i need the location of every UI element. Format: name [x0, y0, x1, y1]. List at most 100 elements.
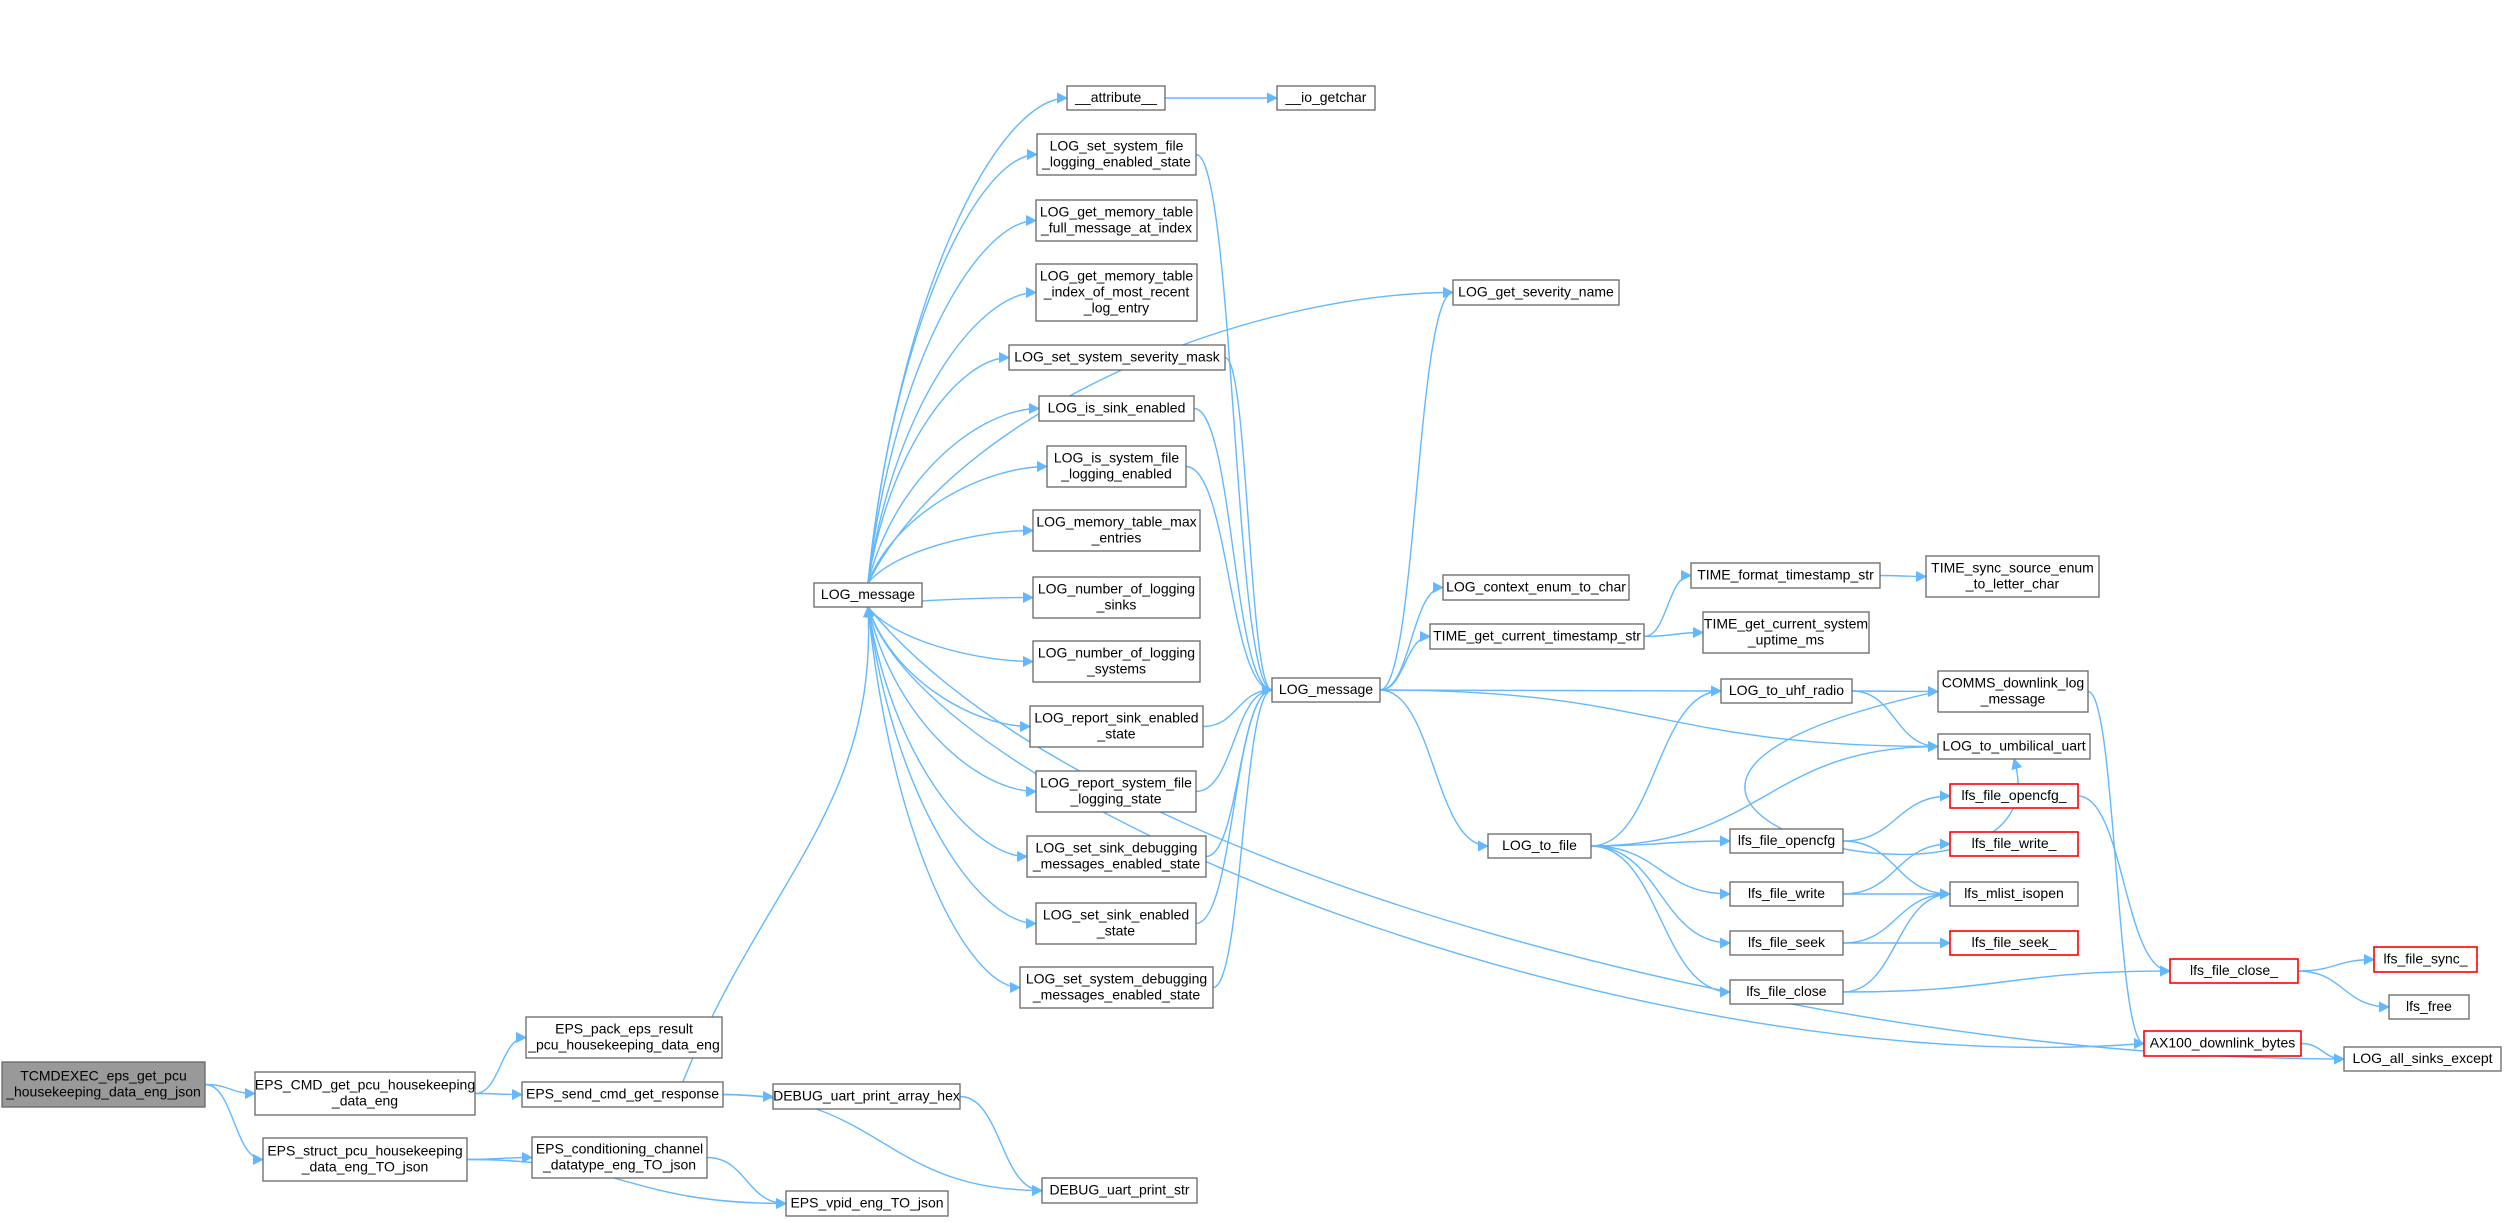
edge-lfs-file-close-to-lfs-mlist-isopen: [1842, 888, 1952, 993]
graph-node-lfs-mlist-isopen[interactable]: lfs_mlist_isopen: [1949, 881, 2079, 907]
graph-node-log-message-b[interactable]: LOG_message: [1271, 677, 1381, 703]
node-box: [1949, 831, 2079, 857]
graph-node-eps-struct-to-json[interactable]: EPS_struct_pcu_housekeeping_data_eng_TO_…: [262, 1137, 468, 1182]
graph-node-lfs-file-write-[interactable]: lfs_file_write_: [1949, 831, 2079, 857]
node-label: LOG_is_system_file: [1054, 450, 1179, 466]
node-label: AX100_downlink_bytes: [2150, 1035, 2296, 1051]
node-box: [1949, 881, 2079, 907]
graph-node-lfs-file-opencfg-[interactable]: lfs_file_opencfg_: [1949, 783, 2079, 809]
node-box: [1035, 902, 1197, 945]
node-label: LOG_to_file: [1502, 837, 1577, 853]
graph-node-eps-conditioning[interactable]: EPS_conditioning_channel_datatype_eng_TO…: [531, 1136, 708, 1179]
graph-node-eps-vpid[interactable]: EPS_vpid_eng_TO_json: [785, 1190, 949, 1217]
graph-node-log-is-sys-file-enabled[interactable]: LOG_is_system_file_logging_enabled: [1046, 445, 1187, 488]
edge-log-message-a-to-log-set-sys-debug: [867, 606, 1022, 994]
graph-node-log-report-sink[interactable]: LOG_report_sink_enabled_state: [1029, 705, 1204, 748]
node-box: [1032, 509, 1201, 552]
node-box: [262, 1137, 468, 1182]
node-box: [1487, 833, 1592, 859]
graph-node-log-message-a[interactable]: LOG_message: [813, 582, 923, 608]
graph-node-log-ctx-enum[interactable]: LOG_context_enum_to_char: [1442, 574, 1630, 601]
edge-time-get-ts-str-to-time-get-uptime: [1643, 626, 1705, 639]
node-label: EPS_struct_pcu_housekeeping: [267, 1143, 462, 1159]
node-box: [1452, 279, 1620, 306]
graph-node-log-to-file[interactable]: LOG_to_file: [1487, 833, 1592, 859]
graph-node-log-mem-table-max[interactable]: LOG_memory_table_max_entries: [1032, 509, 1201, 552]
node-label: LOG_set_system_severity_mask: [1014, 349, 1220, 365]
node-label: LOG_all_sinks_except: [2352, 1050, 2492, 1066]
node-box: [2343, 1046, 2502, 1072]
edge-log-message-b-to-time-get-ts-str: [1379, 630, 1432, 691]
graph-node-ax100-downlink[interactable]: AX100_downlink_bytes: [2143, 1030, 2302, 1057]
edge-log-message-a-to-log-set-sev-mask: [867, 351, 1011, 584]
graph-node-lfs-free[interactable]: lfs_free: [2388, 994, 2470, 1020]
edge-log-report-sys-file-to-log-message-b: [1195, 684, 1274, 793]
graph-node-log-all-sinks-except[interactable]: LOG_all_sinks_except: [2343, 1046, 2502, 1072]
node-box: [1937, 670, 2089, 713]
node-label: LOG_set_system_debugging: [1026, 971, 1207, 987]
node-label: EPS_vpid_eng_TO_json: [790, 1195, 943, 1211]
graph-node-log-is-sink-enabled[interactable]: LOG_is_sink_enabled: [1038, 395, 1195, 422]
edge-log-to-file-to-lfs-file-opencfg: [1590, 835, 1732, 847]
graph-node-log-set-sink-debug[interactable]: LOG_set_sink_debugging_messages_enabled_…: [1026, 835, 1207, 878]
edge-eps-conditioning-to-eps-vpid: [706, 1156, 788, 1210]
node-label: EPS_CMD_get_pcu_housekeeping: [255, 1077, 475, 1093]
graph-node-lfs-file-opencfg[interactable]: lfs_file_opencfg: [1729, 828, 1844, 854]
graph-node-log-set-sev-mask[interactable]: LOG_set_system_severity_mask: [1008, 344, 1226, 371]
node-box: [1, 1061, 206, 1108]
edge-time-format-ts-to-time-sync-src: [1879, 570, 1928, 583]
edge-eps-cmd-get-to-eps-send-cmd: [474, 1088, 524, 1101]
node-label: _message: [1980, 691, 2046, 707]
graph-node-comms-downlink[interactable]: COMMS_downlink_log_message: [1937, 670, 2089, 713]
graph-node-log-set-sys-debug[interactable]: LOG_set_system_debugging_messages_enable…: [1019, 966, 1214, 1009]
node-box: [1038, 395, 1195, 422]
node-label: LOG_report_sink_enabled: [1034, 710, 1198, 726]
graph-node-debug-hex[interactable]: DEBUG_uart_print_array_hex: [772, 1083, 961, 1110]
graph-node-eps-pack[interactable]: EPS_pack_eps_result_pcu_housekeeping_dat…: [525, 1016, 723, 1059]
node-label: LOG_set_sink_debugging: [1036, 840, 1198, 856]
graph-node-lfs-file-seek[interactable]: lfs_file_seek: [1729, 930, 1844, 956]
node-label: LOG_report_system_file: [1040, 775, 1192, 791]
graph-node-lfs-file-close[interactable]: lfs_file_close: [1729, 979, 1844, 1005]
graph-node-time-sync-src[interactable]: TIME_sync_source_enum_to_letter_char: [1925, 555, 2100, 598]
edge-log-message-b-to-log-get-sev-name: [1379, 287, 1455, 691]
node-label: LOG_set_sink_enabled: [1043, 907, 1189, 923]
node-box: [525, 1016, 723, 1059]
graph-node-log-get-recent-idx[interactable]: LOG_get_memory_table_index_of_most_recen…: [1035, 263, 1198, 322]
graph-node-time-get-uptime[interactable]: TIME_get_current_system_uptime_ms: [1702, 611, 1870, 654]
edge-eps-send-cmd-to-log-message-a: [682, 605, 875, 1083]
node-label: LOG_set_system_file: [1050, 138, 1184, 154]
edge-log-to-file-to-lfs-file-seek: [1590, 845, 1732, 949]
node-box: [772, 1083, 961, 1110]
graph-node-log-to-umbilical[interactable]: LOG_to_umbilical_uart: [1937, 733, 2091, 760]
graph-node-log-report-sys-file[interactable]: LOG_report_system_file_logging_state: [1035, 770, 1197, 813]
graph-node-log-set-sys-file-state[interactable]: LOG_set_system_file_logging_enabled_stat…: [1036, 133, 1197, 176]
graph-node-lfs-file-close-[interactable]: lfs_file_close_: [2169, 958, 2299, 984]
node-label: _systems: [1086, 661, 1146, 677]
graph-node-eps-cmd-get[interactable]: EPS_CMD_get_pcu_housekeeping_data_eng: [254, 1071, 476, 1116]
graph-node-log-to-uhf[interactable]: LOG_to_uhf_radio: [1720, 678, 1853, 704]
graph-node-eps-send-cmd[interactable]: EPS_send_cmd_get_response: [521, 1081, 724, 1108]
node-label: _datatype_eng_TO_json: [542, 1157, 696, 1173]
graph-node-log-get-full-msg[interactable]: LOG_get_memory_table_full_message_at_ind…: [1035, 199, 1198, 242]
graph-node-lfs-file-seek-[interactable]: lfs_file_seek_: [1949, 930, 2079, 956]
graph-node-log-num-sinks[interactable]: LOG_number_of_logging_sinks: [1032, 576, 1201, 619]
graph-node-io-getchar[interactable]: __io_getchar: [1276, 85, 1376, 111]
node-box: [1925, 555, 2100, 598]
graph-node-lfs-file-sync-[interactable]: lfs_file_sync_: [2373, 946, 2478, 973]
node-label: EPS_conditioning_channel: [536, 1141, 703, 1157]
graph-node-debug-str[interactable]: DEBUG_uart_print_str: [1041, 1177, 1198, 1204]
node-box: [785, 1190, 949, 1217]
graph-node-time-get-ts-str[interactable]: TIME_get_current_timestamp_str: [1429, 623, 1645, 650]
graph-node-attribute[interactable]: __attribute__: [1066, 85, 1166, 111]
node-label: TIME_format_timestamp_str: [1697, 567, 1874, 583]
graph-node-log-num-systems[interactable]: LOG_number_of_logging_systems: [1032, 640, 1201, 683]
graph-node-lfs-file-write[interactable]: lfs_file_write: [1729, 881, 1844, 907]
graph-node-time-format-ts[interactable]: TIME_format_timestamp_str: [1690, 562, 1881, 589]
graph-node-root[interactable]: TCMDEXEC_eps_get_pcu_housekeeping_data_e…: [1, 1061, 206, 1108]
edge-log-is-sys-file-enabled-to-log-message-b: [1185, 465, 1274, 696]
graph-node-log-set-sink-enabled[interactable]: LOG_set_sink_enabled_state: [1035, 902, 1197, 945]
node-box: [1276, 85, 1376, 111]
graph-node-log-get-sev-name[interactable]: LOG_get_severity_name: [1452, 279, 1620, 306]
node-label: _state: [1096, 923, 1135, 939]
